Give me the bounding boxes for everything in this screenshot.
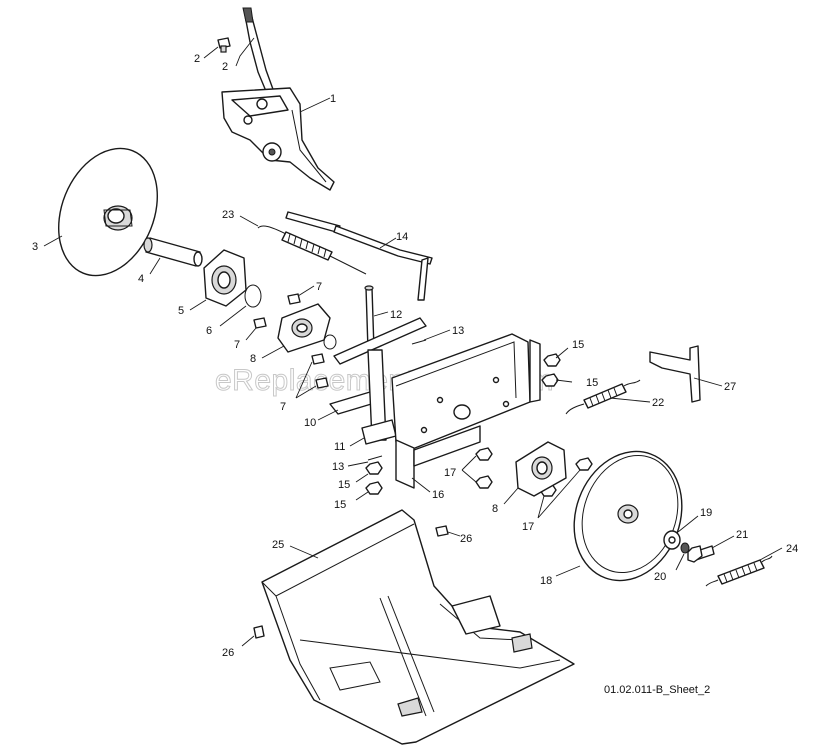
callout-21: 21 xyxy=(736,529,748,541)
part-6-retaining-ring xyxy=(244,284,262,308)
callout-7c: 7 xyxy=(280,401,286,413)
part-4-shaft xyxy=(143,237,203,267)
part-18-pulley xyxy=(573,450,683,582)
part-20-lock-washer xyxy=(680,542,690,554)
part-24-spring xyxy=(705,555,773,587)
callout-15b: 15 xyxy=(586,377,598,389)
part-11-bracket xyxy=(361,419,397,445)
part-23-spring xyxy=(257,225,367,275)
callout-5: 5 xyxy=(178,305,184,317)
callout-7a: 7 xyxy=(316,281,322,293)
callout-10: 10 xyxy=(304,417,316,429)
part-14-rod xyxy=(285,211,433,301)
callout-18: 18 xyxy=(540,575,552,587)
callout-7b: 7 xyxy=(234,339,240,351)
part-7-bolt xyxy=(253,293,329,389)
part-19-washer xyxy=(663,530,681,550)
callout-26a: 26 xyxy=(460,533,472,545)
callout-4: 4 xyxy=(138,273,144,285)
callout-15c: 15 xyxy=(338,479,350,491)
callout-2a: 2 xyxy=(194,53,200,65)
callout-16: 16 xyxy=(432,489,444,501)
callout-14: 14 xyxy=(396,231,408,243)
part-21-bolt xyxy=(687,545,715,563)
callout-12: 12 xyxy=(390,309,402,321)
callout-2b: 2 xyxy=(222,61,228,73)
part-3-drive-disc xyxy=(58,147,158,277)
part-16-mounting-plate xyxy=(391,333,541,489)
part-5-bearing-housing xyxy=(203,249,247,307)
callout-8a: 8 xyxy=(250,353,256,365)
callout-15a: 15 xyxy=(572,339,584,351)
callout-19: 19 xyxy=(700,507,712,519)
part-17-nut xyxy=(475,447,593,497)
part-15-nut xyxy=(365,353,561,495)
part-1-lever-assembly xyxy=(221,7,335,191)
callout-1: 1 xyxy=(330,93,336,105)
callout-17b: 17 xyxy=(522,521,534,533)
callout-24: 24 xyxy=(786,543,798,555)
part-13-pin xyxy=(367,339,427,461)
part-26-screw xyxy=(253,525,449,639)
part-27-bracket xyxy=(649,345,701,403)
part-2-bolt xyxy=(217,37,231,53)
part-10-bracket xyxy=(329,317,427,441)
callout-8b: 8 xyxy=(492,503,498,515)
callout-23: 23 xyxy=(222,209,234,221)
callout-3: 3 xyxy=(32,241,38,253)
part-25-belt-cover xyxy=(261,509,575,745)
part-22-spring xyxy=(565,379,641,415)
callout-15d: 15 xyxy=(334,499,346,511)
sheet-label: 01.02.011-B_Sheet_2 xyxy=(604,684,711,696)
callout-13b: 13 xyxy=(332,461,344,473)
callout-13a: 13 xyxy=(452,325,464,337)
callout-11: 11 xyxy=(334,441,345,453)
part-8-flange-bearing-upper xyxy=(277,303,337,353)
callout-17a: 17 xyxy=(444,467,456,479)
callout-22: 22 xyxy=(652,397,664,409)
callout-27: 27 xyxy=(724,381,736,393)
callout-25: 25 xyxy=(272,539,284,551)
callout-26b: 26 xyxy=(222,647,234,659)
callout-6: 6 xyxy=(206,325,212,337)
callout-20: 20 xyxy=(654,571,666,583)
part-8-flange-bearing-lower xyxy=(515,441,567,497)
